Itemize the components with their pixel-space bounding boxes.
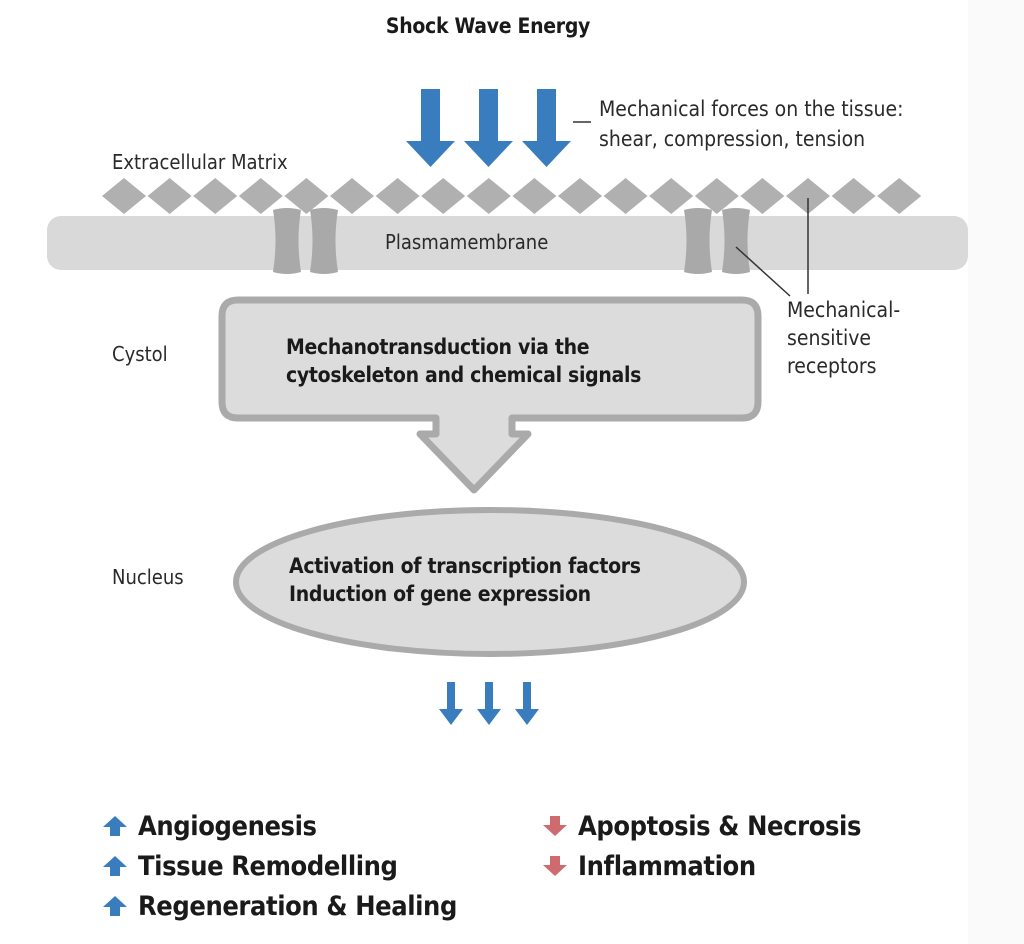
- cytosol-box-text: Mechanotransduction via the cytoskeleton…: [286, 333, 641, 389]
- extracellular-matrix-diamonds: [102, 178, 922, 214]
- ecm-diamond: [375, 178, 420, 214]
- ecm-diamond: [421, 178, 466, 214]
- nucleus-label: Nucleus: [112, 565, 184, 589]
- shock-arrow-2: [464, 89, 513, 167]
- plasmamembrane-label: Plasmamembrane: [385, 230, 549, 254]
- ecm-diamond: [238, 178, 283, 214]
- effect-item: Apoptosis & Necrosis: [542, 806, 861, 846]
- diagram-title: Shock Wave Energy: [385, 14, 591, 38]
- increased-effects-list: Angiogenesis Tissue Remodelling Regenera…: [102, 806, 457, 926]
- ecm-diamond: [740, 178, 785, 214]
- shock-wave-arrows: [406, 89, 571, 167]
- receptors-label-line: Mechanical-: [787, 298, 901, 322]
- effect-label: Tissue Remodelling: [138, 850, 398, 882]
- ecm-diamond: [603, 178, 648, 214]
- effect-label: Inflammation: [578, 850, 756, 882]
- cytosol-label: Cystol: [112, 342, 168, 366]
- receptors-label-line: sensitive: [787, 326, 871, 350]
- ecm-diamond: [466, 178, 511, 214]
- cytosol-box-line: Mechanotransduction via the: [286, 335, 590, 359]
- effect-item: Tissue Remodelling: [102, 846, 457, 886]
- ecm-diamond: [831, 178, 876, 214]
- shock-arrow-1: [406, 89, 455, 167]
- ecm-diamond: [193, 178, 238, 214]
- effect-label: Regeneration & Healing: [138, 890, 457, 922]
- ecm-diamond: [102, 178, 146, 214]
- ecm-diamond: [694, 178, 739, 214]
- forces-note-line: Mechanical forces on the tissue:: [599, 97, 904, 121]
- effect-item: Inflammation: [542, 846, 861, 886]
- receptor-channel: [310, 208, 338, 274]
- output-arrows: [439, 682, 539, 725]
- forces-note-line: shear, compression, tension: [599, 127, 866, 151]
- receptor-channel: [684, 208, 712, 274]
- output-arrow-3: [515, 682, 539, 725]
- extracellular-matrix-label: Extracellular Matrix: [112, 150, 288, 174]
- ecm-diamond: [558, 178, 602, 214]
- background-strip: [968, 0, 1024, 944]
- receptors-label: Mechanical- sensitive receptors: [787, 296, 900, 380]
- arrow-up-icon: [102, 854, 138, 878]
- output-arrow-1: [439, 682, 463, 725]
- ecm-diamond: [877, 178, 922, 214]
- nucleus-ellipse: [233, 507, 747, 657]
- effect-item: Regeneration & Healing: [102, 886, 457, 926]
- nucleus-box-line: Activation of transcription factors: [289, 554, 641, 578]
- ecm-diamond: [786, 178, 830, 214]
- forces-note: Mechanical forces on the tissue: shear, …: [599, 94, 904, 154]
- ecm-diamond: [330, 178, 374, 214]
- receptor-channel: [273, 208, 301, 274]
- arrow-down-icon: [542, 854, 578, 878]
- decreased-effects-list: Apoptosis & Necrosis Inflammation: [542, 806, 861, 886]
- ecm-diamond: [649, 178, 694, 214]
- receptor-left: [273, 208, 338, 274]
- effect-item: Angiogenesis: [102, 806, 457, 846]
- cytosol-box: [218, 296, 762, 494]
- effect-label: Angiogenesis: [138, 810, 317, 842]
- receptor-leader-line-1: [735, 246, 791, 297]
- output-arrow-2: [477, 682, 501, 725]
- ecm-diamond: [284, 178, 329, 214]
- ecm-diamond: [512, 178, 557, 214]
- arrow-up-icon: [102, 894, 138, 918]
- cytosol-box-line: cytoskeleton and chemical signals: [286, 363, 642, 387]
- arrow-down-icon: [542, 814, 578, 838]
- nucleus-box-line: Induction of gene expression: [289, 582, 591, 606]
- receptors-label-line: receptors: [787, 354, 877, 378]
- nucleus-box-text: Activation of transcription factors Indu…: [289, 552, 641, 608]
- shock-arrow-3: [522, 89, 571, 167]
- ecm-diamond: [147, 178, 192, 214]
- arrow-up-icon: [102, 814, 138, 838]
- receptor-right: [684, 208, 750, 274]
- receptor-channel: [722, 208, 750, 274]
- effect-label: Apoptosis & Necrosis: [578, 810, 862, 842]
